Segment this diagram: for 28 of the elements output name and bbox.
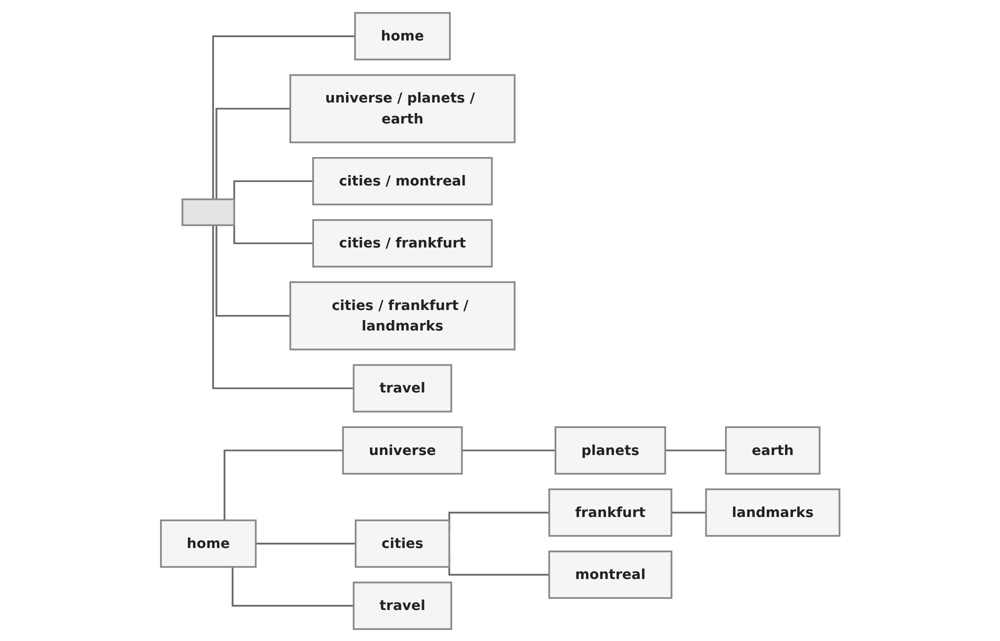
connector (460, 449, 556, 451)
node-box: cities / montreal (312, 156, 493, 205)
node-box: landmarks (704, 488, 840, 536)
node-box: home (354, 12, 451, 60)
connector (212, 224, 354, 389)
node-box: montreal (548, 550, 672, 598)
connector (664, 449, 726, 451)
node-box: travel (352, 364, 452, 412)
node-box: universe / planets / earth (289, 74, 516, 143)
connector (212, 34, 355, 199)
connector (254, 542, 356, 544)
node-bar (181, 198, 235, 226)
node-box: cities (354, 518, 450, 568)
connector (670, 511, 706, 513)
node-box: planets (554, 426, 666, 474)
node-box: home (160, 518, 256, 568)
node-box: universe (342, 426, 463, 474)
connector (223, 449, 343, 520)
node-box: earth (724, 426, 820, 474)
connector (233, 224, 313, 244)
node-box: cities / frankfurt (312, 218, 492, 267)
node-box: cities / frankfurt / landmarks (289, 280, 516, 350)
connector (232, 566, 354, 606)
connector (215, 107, 290, 199)
connector (233, 180, 313, 200)
node-box: travel (352, 581, 452, 630)
node-box: frankfurt (548, 488, 672, 536)
connector (215, 224, 290, 316)
